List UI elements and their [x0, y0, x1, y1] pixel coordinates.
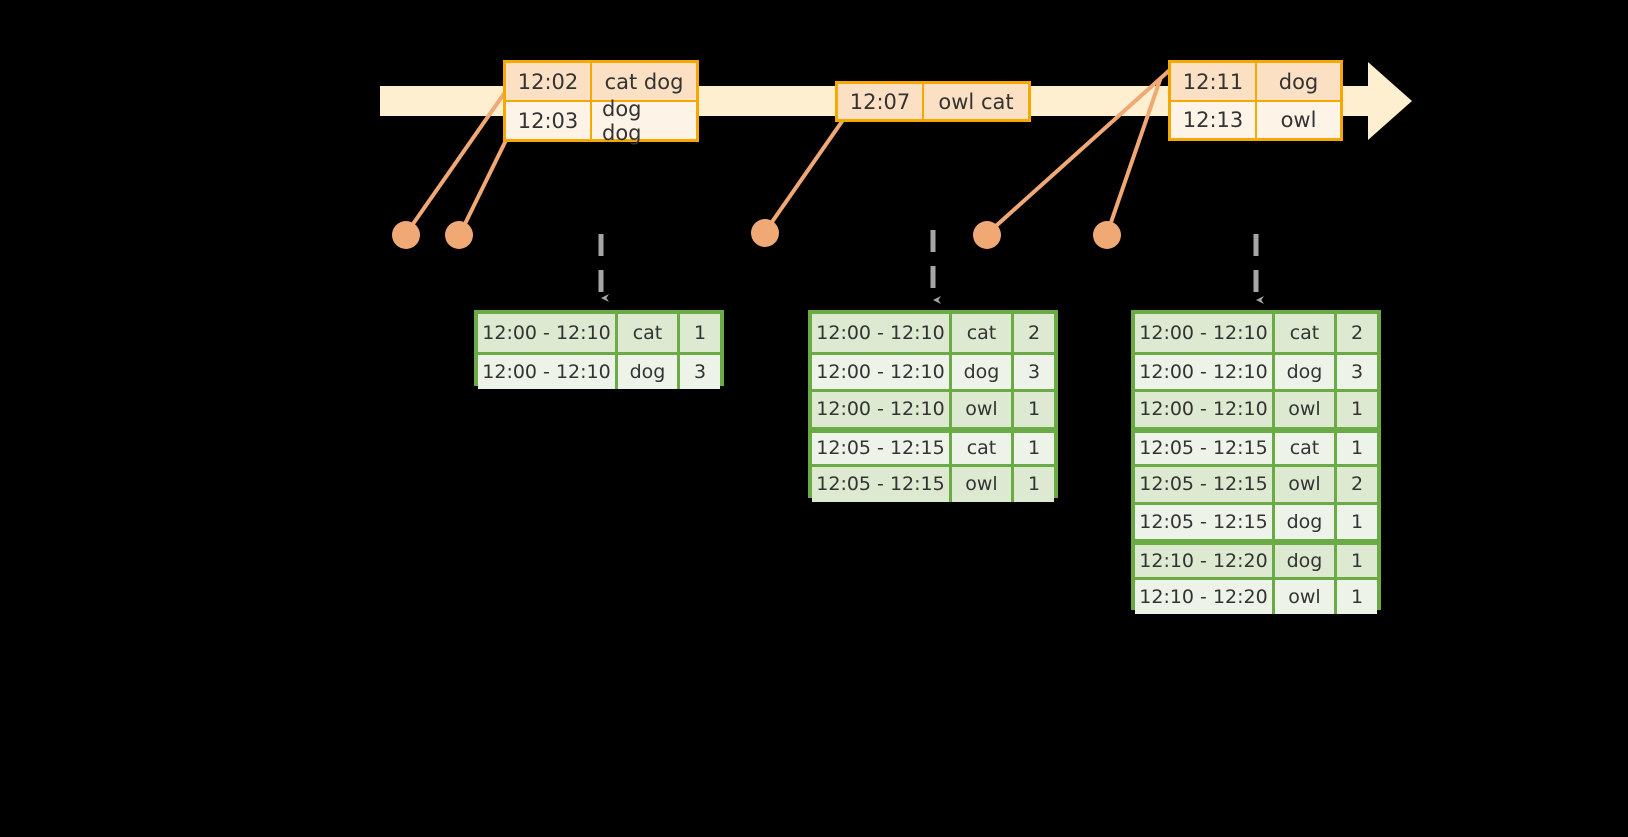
table-row[interactable]: 12:10 - 12:20 dog 1 — [1135, 539, 1377, 577]
count-cell: 3 — [1350, 360, 1364, 383]
table-row[interactable]: 12:05 - 12:15 owl 1 — [812, 464, 1054, 502]
table-row[interactable]: 12:00 - 12:10 owl 1 — [1135, 389, 1377, 427]
table-row[interactable]: 12:00 - 12:10 owl 1 — [812, 389, 1054, 427]
event-words: dog — [1278, 69, 1319, 94]
window-range: 12:00 - 12:10 — [1135, 314, 1275, 352]
word-cell: cat — [952, 314, 1014, 352]
count-cell: 3 — [1027, 360, 1041, 383]
event-words: cat dog — [604, 69, 684, 94]
table-row[interactable]: 12:00 - 12:10 dog 3 — [812, 351, 1054, 389]
event-time: 12:13 — [1171, 102, 1257, 138]
table-row[interactable]: 12:00 - 12:10 cat 2 — [812, 314, 1054, 352]
count-cell: 2 — [1027, 321, 1041, 344]
word-cell: owl — [1275, 392, 1337, 427]
connector-1202 — [404, 86, 510, 236]
connector-1203 — [458, 126, 514, 236]
table-row[interactable]: 12:00 - 12:10 cat 1 — [478, 314, 720, 352]
event-dot-1213 — [1093, 221, 1121, 249]
event-time: 12:02 — [506, 63, 592, 100]
result-table-2[interactable]: 12:00 - 12:10 cat 2 12:00 - 12:10 dog 3 … — [808, 310, 1058, 502]
window-range: 12:00 - 12:10 — [478, 354, 618, 389]
word-cell: dog — [952, 354, 1014, 389]
word-cell: dog — [1275, 504, 1337, 539]
table-row[interactable]: 12:00 - 12:10 cat 2 — [1135, 314, 1377, 352]
table-row[interactable]: 12:10 - 12:20 owl 1 — [1135, 576, 1377, 614]
emit-arrows — [598, 230, 1264, 304]
window-range: 12:00 - 12:10 — [812, 314, 952, 352]
table-row[interactable]: 12:05 - 12:15 cat 1 — [1135, 426, 1377, 464]
window-range: 12:00 - 12:10 — [1135, 354, 1275, 389]
event-row[interactable]: 12:07 owl cat — [838, 84, 1028, 119]
event-row[interactable]: 12:02 cat dog — [506, 63, 696, 100]
count-cell: 1 — [1350, 549, 1364, 572]
count-cell: 1 — [1350, 437, 1364, 460]
word-cell: dog — [1275, 354, 1337, 389]
count-cell: 2 — [1350, 473, 1364, 496]
word-cell: cat — [952, 432, 1014, 464]
window-range: 12:00 - 12:10 — [812, 392, 952, 427]
word-cell: owl — [1275, 579, 1337, 614]
table-row[interactable]: 12:00 - 12:10 dog 3 — [1135, 351, 1377, 389]
window-range: 12:10 - 12:20 — [1135, 579, 1275, 614]
event-time: 12:11 — [1171, 63, 1257, 101]
connector-1207 — [763, 118, 845, 234]
table-row[interactable]: 12:00 - 12:10 dog 3 — [478, 351, 720, 389]
event-dot-1203 — [445, 221, 473, 249]
word-cell: dog — [1275, 545, 1337, 577]
word-cell: owl — [952, 392, 1014, 427]
event-dot-1207 — [751, 219, 779, 247]
window-range: 12:00 - 12:10 — [1135, 392, 1275, 427]
connector-1213 — [1105, 78, 1162, 236]
window-range: 12:05 - 12:15 — [1135, 467, 1275, 502]
event-dots — [392, 219, 1121, 249]
result-table-3[interactable]: 12:00 - 12:10 cat 2 12:00 - 12:10 dog 3 … — [1131, 310, 1381, 614]
window-range: 12:00 - 12:10 — [812, 354, 952, 389]
event-row[interactable]: 12:03 dog dog — [506, 96, 696, 145]
result-table-1[interactable]: 12:00 - 12:10 cat 1 12:00 - 12:10 dog 3 — [474, 310, 724, 389]
event-words: owl — [1280, 108, 1317, 133]
count-cell: 1 — [1027, 473, 1041, 496]
count-cell: 1 — [1350, 585, 1364, 608]
word-cell: cat — [1275, 314, 1337, 352]
window-range: 12:00 - 12:10 — [478, 314, 618, 352]
event-dot-1211 — [973, 221, 1001, 249]
count-cell: 3 — [693, 360, 707, 383]
table-row[interactable]: 12:05 - 12:15 owl 2 — [1135, 464, 1377, 502]
event-group-2[interactable]: 12:07 owl cat — [835, 81, 1031, 122]
event-words: dog dog — [602, 96, 642, 145]
event-time: 12:07 — [838, 84, 924, 119]
window-range: 12:05 - 12:15 — [1135, 432, 1275, 464]
event-words: owl cat — [938, 89, 1014, 114]
count-cell: 1 — [1350, 398, 1364, 421]
window-range: 12:10 - 12:20 — [1135, 545, 1275, 577]
event-group-3[interactable]: 12:11 dog 12:13 owl — [1168, 60, 1343, 141]
word-cell: owl — [1275, 467, 1337, 502]
table-row[interactable]: 12:05 - 12:15 cat 1 — [812, 426, 1054, 464]
event-group-1[interactable]: 12:02 cat dog 12:03 dog dog — [503, 60, 699, 145]
window-range: 12:05 - 12:15 — [1135, 504, 1275, 539]
table-row[interactable]: 12:05 - 12:15 dog 1 — [1135, 501, 1377, 539]
count-cell: 1 — [1350, 510, 1364, 533]
word-cell: dog — [618, 354, 680, 389]
count-cell: 1 — [1027, 398, 1041, 421]
event-time: 12:03 — [506, 102, 592, 139]
count-cell: 2 — [1350, 321, 1364, 344]
word-cell: cat — [618, 314, 680, 352]
word-cell: cat — [1275, 432, 1337, 464]
event-row[interactable]: 12:11 dog — [1171, 63, 1340, 101]
window-range: 12:05 - 12:15 — [812, 432, 952, 464]
event-row[interactable]: 12:13 owl — [1171, 100, 1340, 138]
count-cell: 1 — [693, 321, 707, 344]
count-cell: 1 — [1027, 437, 1041, 460]
word-cell: owl — [952, 467, 1014, 502]
event-dot-1202 — [392, 221, 420, 249]
window-range: 12:05 - 12:15 — [812, 467, 952, 502]
